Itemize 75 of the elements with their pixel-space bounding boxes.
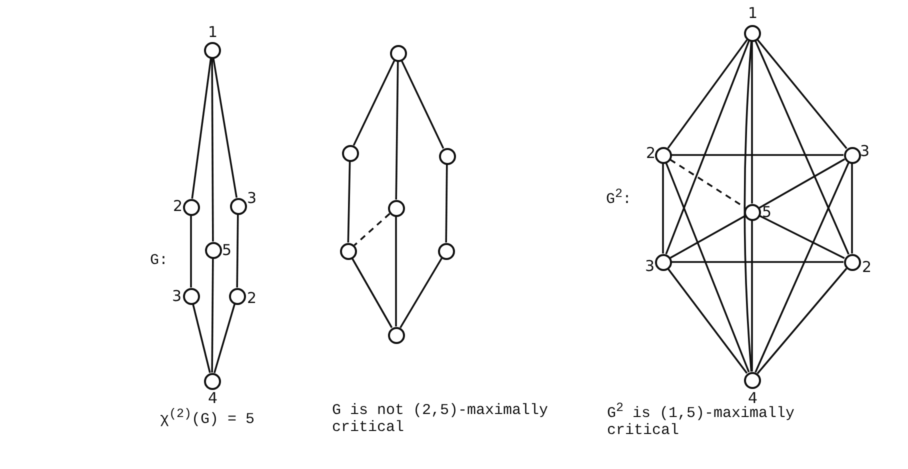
graph-edge [756, 39, 848, 149]
vertex-label: 5 [222, 242, 232, 258]
vertex-label: 2 [247, 290, 257, 306]
graph-edge [751, 220, 753, 372]
vertex-circle [230, 198, 246, 214]
vertex-circle [438, 148, 456, 164]
vertex-label: 3 [247, 190, 257, 206]
vertex-circle [182, 198, 200, 216]
vertex-circle [204, 42, 220, 58]
graph-edge [756, 268, 848, 374]
vertex-circle [390, 44, 406, 62]
vertex-label: 1 [208, 24, 218, 40]
graph-edge [211, 258, 214, 372]
vertex-label: 3 [172, 288, 182, 304]
graph-edge [665, 162, 750, 372]
vertex-circle [340, 242, 356, 260]
vertex-circle [744, 204, 760, 220]
vertex-circle [438, 242, 454, 260]
vertex-circle [744, 372, 760, 388]
graph-edge [667, 268, 748, 374]
graph-edge [191, 58, 212, 199]
vertex-label: 2 [862, 259, 872, 275]
vertex-label: 2 [173, 198, 183, 214]
graph-edge [354, 213, 390, 246]
graph-edge [751, 42, 753, 204]
graph-edge [211, 58, 214, 242]
vertex-circle [744, 24, 760, 42]
graph-name: G$^{2}$: [606, 186, 633, 208]
graph-edge [351, 258, 393, 328]
vertex-label: 5 [762, 204, 772, 220]
graph-edge [744, 41, 752, 372]
graph-edge [212, 58, 238, 198]
vertex-circle [228, 288, 246, 304]
graph-edge [190, 216, 192, 288]
vertex-circle [388, 326, 404, 344]
vertex-label: 4 [208, 390, 218, 406]
graph-edge [347, 161, 351, 243]
graph-edge [395, 216, 397, 326]
graph-edge [754, 40, 850, 255]
vertex-label: 3 [860, 143, 870, 159]
graph-edge [662, 164, 664, 254]
graph-edge [395, 61, 399, 200]
graph-edge [758, 158, 846, 209]
vertex-circle [654, 146, 672, 164]
graph-caption: χ$^{(2)}$(G) = 5 [160, 406, 256, 428]
graph-edge [754, 162, 850, 373]
vertex-label: 2 [646, 145, 656, 161]
graph-edge [400, 258, 442, 328]
vertex-label: 3 [645, 258, 655, 274]
vertex-circle [844, 146, 860, 164]
vertex-circle [844, 254, 860, 270]
vertex-circle [654, 254, 672, 270]
vertex-circle [204, 242, 222, 258]
vertex-label: 4 [748, 390, 758, 406]
graph-edge [667, 39, 748, 149]
graph-edge [445, 164, 448, 242]
vertex-label: 1 [748, 5, 758, 21]
graph-edge [759, 215, 845, 259]
graph-name: G: [150, 252, 170, 269]
graph-edge [192, 304, 211, 373]
graph-edge [851, 164, 853, 254]
graph-edge [665, 40, 750, 254]
graph-edge [400, 60, 444, 149]
graph-caption: G is not (2,5)-maximally critical [332, 402, 550, 436]
vertex-circle [342, 144, 358, 162]
graph-edge [670, 215, 746, 259]
vertex-circle [182, 288, 200, 304]
graph-edge [352, 60, 396, 146]
vertex-circle [388, 200, 404, 216]
vertex-circle [204, 372, 220, 390]
graph-edge [672, 154, 844, 156]
graph-edge [672, 261, 844, 263]
graph-edge [236, 214, 239, 288]
graph-edge [670, 158, 746, 208]
graph-edge [214, 304, 236, 374]
